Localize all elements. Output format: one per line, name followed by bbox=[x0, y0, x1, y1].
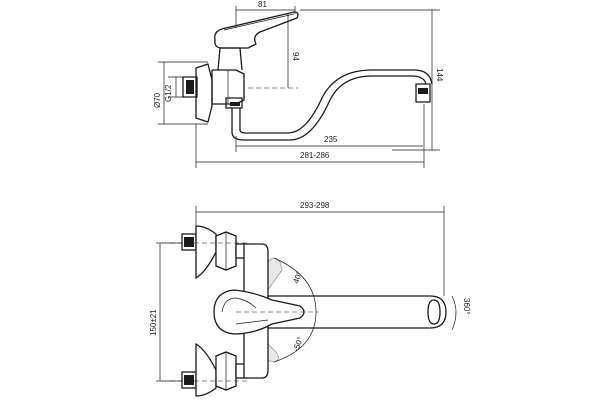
inlet-nut bbox=[186, 80, 194, 94]
swivel-label: 360° bbox=[462, 298, 471, 315]
dim-height-label: 94 bbox=[291, 52, 300, 61]
inlet-connector bbox=[182, 76, 198, 98]
angle-up-label: 40° bbox=[291, 270, 304, 284]
wall-flange bbox=[195, 63, 213, 123]
side-view: 81 94 144 Ø70 G1/2 235 281-286 bbox=[153, 0, 444, 168]
front-view: 293-298 150±21 40° -50° 360° bbox=[149, 201, 471, 397]
front-dim-length-label: 293-298 bbox=[300, 201, 330, 210]
top-flange bbox=[195, 225, 217, 280]
lever-handle bbox=[214, 11, 299, 49]
dim-overall-length-label: 281-286 bbox=[300, 151, 330, 160]
bottom-flange bbox=[195, 342, 217, 397]
dim-total-height-label: 144 bbox=[435, 68, 444, 82]
aerator bbox=[415, 83, 431, 103]
front-spout bbox=[267, 295, 447, 329]
angle-down-label: -50° bbox=[291, 336, 305, 353]
dim-lever-label: 81 bbox=[258, 0, 267, 9]
dim-spout-label: 235 bbox=[324, 135, 338, 144]
swivel-arc bbox=[451, 295, 457, 331]
dim-flange-label: Ø70 bbox=[153, 92, 162, 108]
angle-arc bbox=[273, 257, 317, 363]
mixer-body bbox=[211, 69, 245, 105]
front-aerator bbox=[427, 299, 441, 325]
front-dim-centers-label: 150±21 bbox=[149, 309, 158, 336]
dim-thread-label: G1/2 bbox=[164, 84, 173, 102]
spout bbox=[231, 75, 427, 141]
spout-collar bbox=[225, 97, 243, 109]
